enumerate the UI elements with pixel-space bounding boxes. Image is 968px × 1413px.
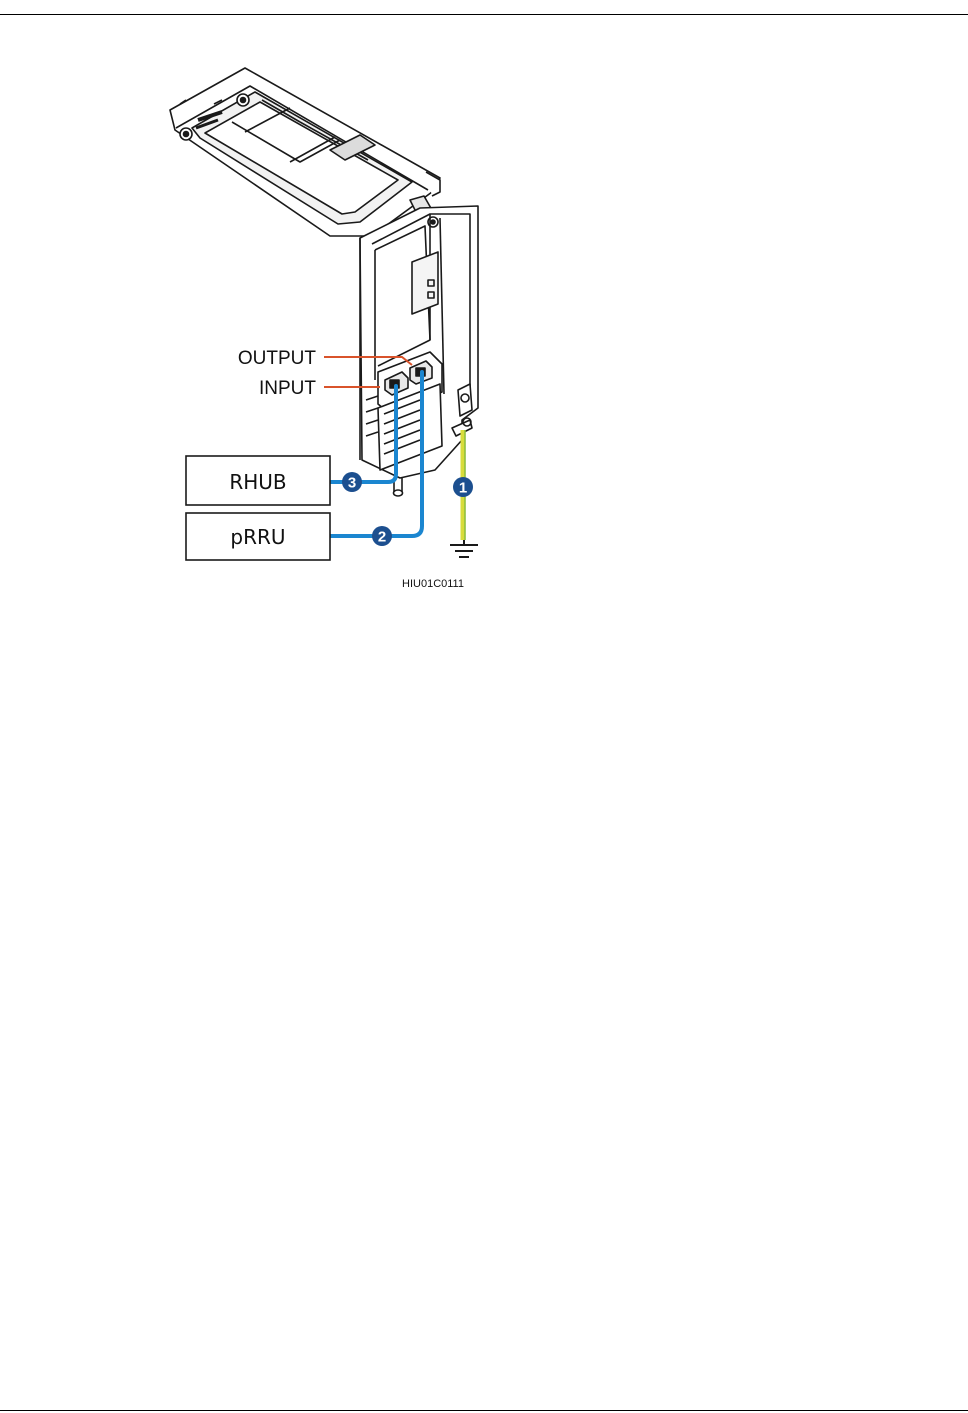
prru-box: pRRU xyxy=(186,513,330,560)
input-port-label: INPUT xyxy=(259,378,316,399)
prru-box-label: pRRU xyxy=(230,525,285,549)
figure-code: HIU01C0111 xyxy=(402,578,464,590)
callout-3: 3 xyxy=(342,472,362,492)
ground-symbol-icon xyxy=(450,540,478,557)
rhub-box-label: RHUB xyxy=(229,470,286,494)
callout-2-number: 2 xyxy=(378,529,386,546)
callout-1-number: 1 xyxy=(459,480,467,497)
hiu-device-illustration xyxy=(170,68,478,496)
output-port-label: OUTPUT xyxy=(238,348,317,369)
callout-3-number: 3 xyxy=(348,475,356,492)
callout-2: 2 xyxy=(372,526,392,546)
callout-1: 1 xyxy=(453,477,473,497)
rhub-box: RHUB xyxy=(186,456,330,505)
